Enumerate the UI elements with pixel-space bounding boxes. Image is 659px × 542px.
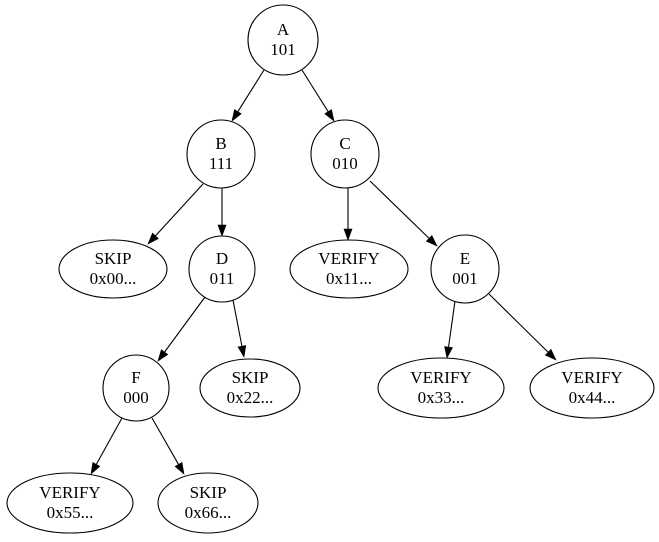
arrowhead-icon bbox=[231, 109, 242, 122]
node-shape[interactable] bbox=[199, 358, 301, 418]
node-label-primary: F bbox=[131, 368, 140, 387]
node-shape[interactable] bbox=[377, 357, 505, 419]
arrowhead-icon bbox=[324, 109, 335, 122]
edge-e-to-ver44 bbox=[488, 293, 557, 361]
edge-line bbox=[488, 293, 549, 353]
edge-d-to-skip22 bbox=[232, 299, 247, 358]
edge-b-to-d bbox=[217, 188, 227, 237]
node-label-primary: C bbox=[339, 134, 350, 153]
node-shape[interactable] bbox=[247, 4, 319, 76]
edge-line bbox=[232, 299, 243, 347]
arrowhead-icon bbox=[544, 348, 557, 361]
node-label-secondary: 011 bbox=[210, 269, 235, 288]
node-ver11[interactable]: VERIFY0x11... bbox=[289, 239, 409, 299]
node-label-primary: VERIFY bbox=[410, 368, 471, 387]
arrowhead-icon bbox=[425, 234, 438, 247]
node-label-primary: A bbox=[277, 20, 290, 39]
edge-line bbox=[95, 417, 123, 465]
edge-line bbox=[237, 69, 265, 112]
edge-f-to-skip66 bbox=[151, 417, 185, 475]
arrowhead-icon bbox=[157, 349, 169, 362]
edge-line bbox=[301, 69, 329, 112]
node-label-secondary: 0x22... bbox=[227, 388, 274, 407]
node-label-secondary: 0x00... bbox=[90, 269, 137, 288]
node-label-secondary: 111 bbox=[209, 154, 233, 173]
arrowhead-icon bbox=[217, 224, 227, 237]
edge-f-to-ver55 bbox=[90, 417, 123, 475]
node-ver44[interactable]: VERIFY0x44... bbox=[529, 357, 655, 419]
node-label-secondary: 0x55... bbox=[47, 503, 94, 522]
node-ver33[interactable]: VERIFY0x33... bbox=[377, 357, 505, 419]
node-shape[interactable] bbox=[58, 239, 168, 299]
arrowhead-icon bbox=[237, 345, 247, 358]
node-label-primary: SKIP bbox=[190, 483, 227, 502]
arrowhead-icon bbox=[147, 232, 159, 245]
node-ver55[interactable]: VERIFY0x55... bbox=[6, 472, 134, 534]
node-label-primary: SKIP bbox=[95, 249, 132, 268]
edge-line bbox=[151, 417, 180, 465]
edge-e-to-ver33 bbox=[444, 300, 456, 359]
edge-line bbox=[447, 300, 456, 348]
node-skip0[interactable]: SKIP0x00... bbox=[58, 239, 168, 299]
node-shape[interactable] bbox=[430, 234, 500, 304]
node-label-primary: D bbox=[216, 249, 228, 268]
node-label-secondary: 0x33... bbox=[418, 388, 465, 407]
arrowhead-icon bbox=[90, 461, 101, 475]
nodes-layer: A101B111C010SKIP0x00...D011VERIFY0x11...… bbox=[6, 4, 655, 534]
edge-c-to-e bbox=[369, 180, 438, 247]
node-shape[interactable] bbox=[289, 239, 409, 299]
node-label-secondary: 001 bbox=[452, 269, 478, 288]
node-shape[interactable] bbox=[310, 119, 380, 189]
arrowhead-icon bbox=[174, 461, 185, 475]
node-label-primary: SKIP bbox=[232, 368, 269, 387]
edge-line bbox=[369, 180, 430, 239]
edge-c-to-ver11 bbox=[343, 188, 353, 241]
node-label-secondary: 101 bbox=[270, 40, 296, 59]
edges-layer bbox=[90, 69, 557, 475]
node-label-secondary: 0x44... bbox=[569, 388, 616, 407]
arrowhead-icon bbox=[343, 228, 353, 241]
node-shape[interactable] bbox=[188, 235, 256, 303]
node-label-secondary: 0x11... bbox=[326, 269, 372, 288]
node-shape[interactable] bbox=[6, 472, 134, 534]
node-shape[interactable] bbox=[157, 472, 259, 534]
node-label-secondary: 000 bbox=[123, 388, 149, 407]
node-label-primary: B bbox=[215, 134, 226, 153]
node-label-secondary: 0x66... bbox=[185, 503, 232, 522]
node-shape[interactable] bbox=[186, 119, 256, 189]
node-label-primary: VERIFY bbox=[318, 249, 379, 268]
edge-a-to-c bbox=[301, 69, 335, 122]
edge-line bbox=[164, 296, 206, 353]
node-label-secondary: 010 bbox=[332, 154, 358, 173]
edge-b-to-skip0 bbox=[147, 183, 204, 245]
node-skip66[interactable]: SKIP0x66... bbox=[157, 472, 259, 534]
node-shape[interactable] bbox=[529, 357, 655, 419]
node-label-primary: VERIFY bbox=[561, 368, 622, 387]
edge-line bbox=[155, 183, 204, 237]
arrowhead-icon bbox=[444, 346, 453, 359]
node-skip22[interactable]: SKIP0x22... bbox=[199, 358, 301, 418]
edge-a-to-b bbox=[231, 69, 265, 122]
node-label-primary: VERIFY bbox=[39, 483, 100, 502]
node-shape[interactable] bbox=[102, 354, 170, 422]
node-label-primary: E bbox=[460, 249, 470, 268]
edge-d-to-f bbox=[157, 296, 206, 362]
